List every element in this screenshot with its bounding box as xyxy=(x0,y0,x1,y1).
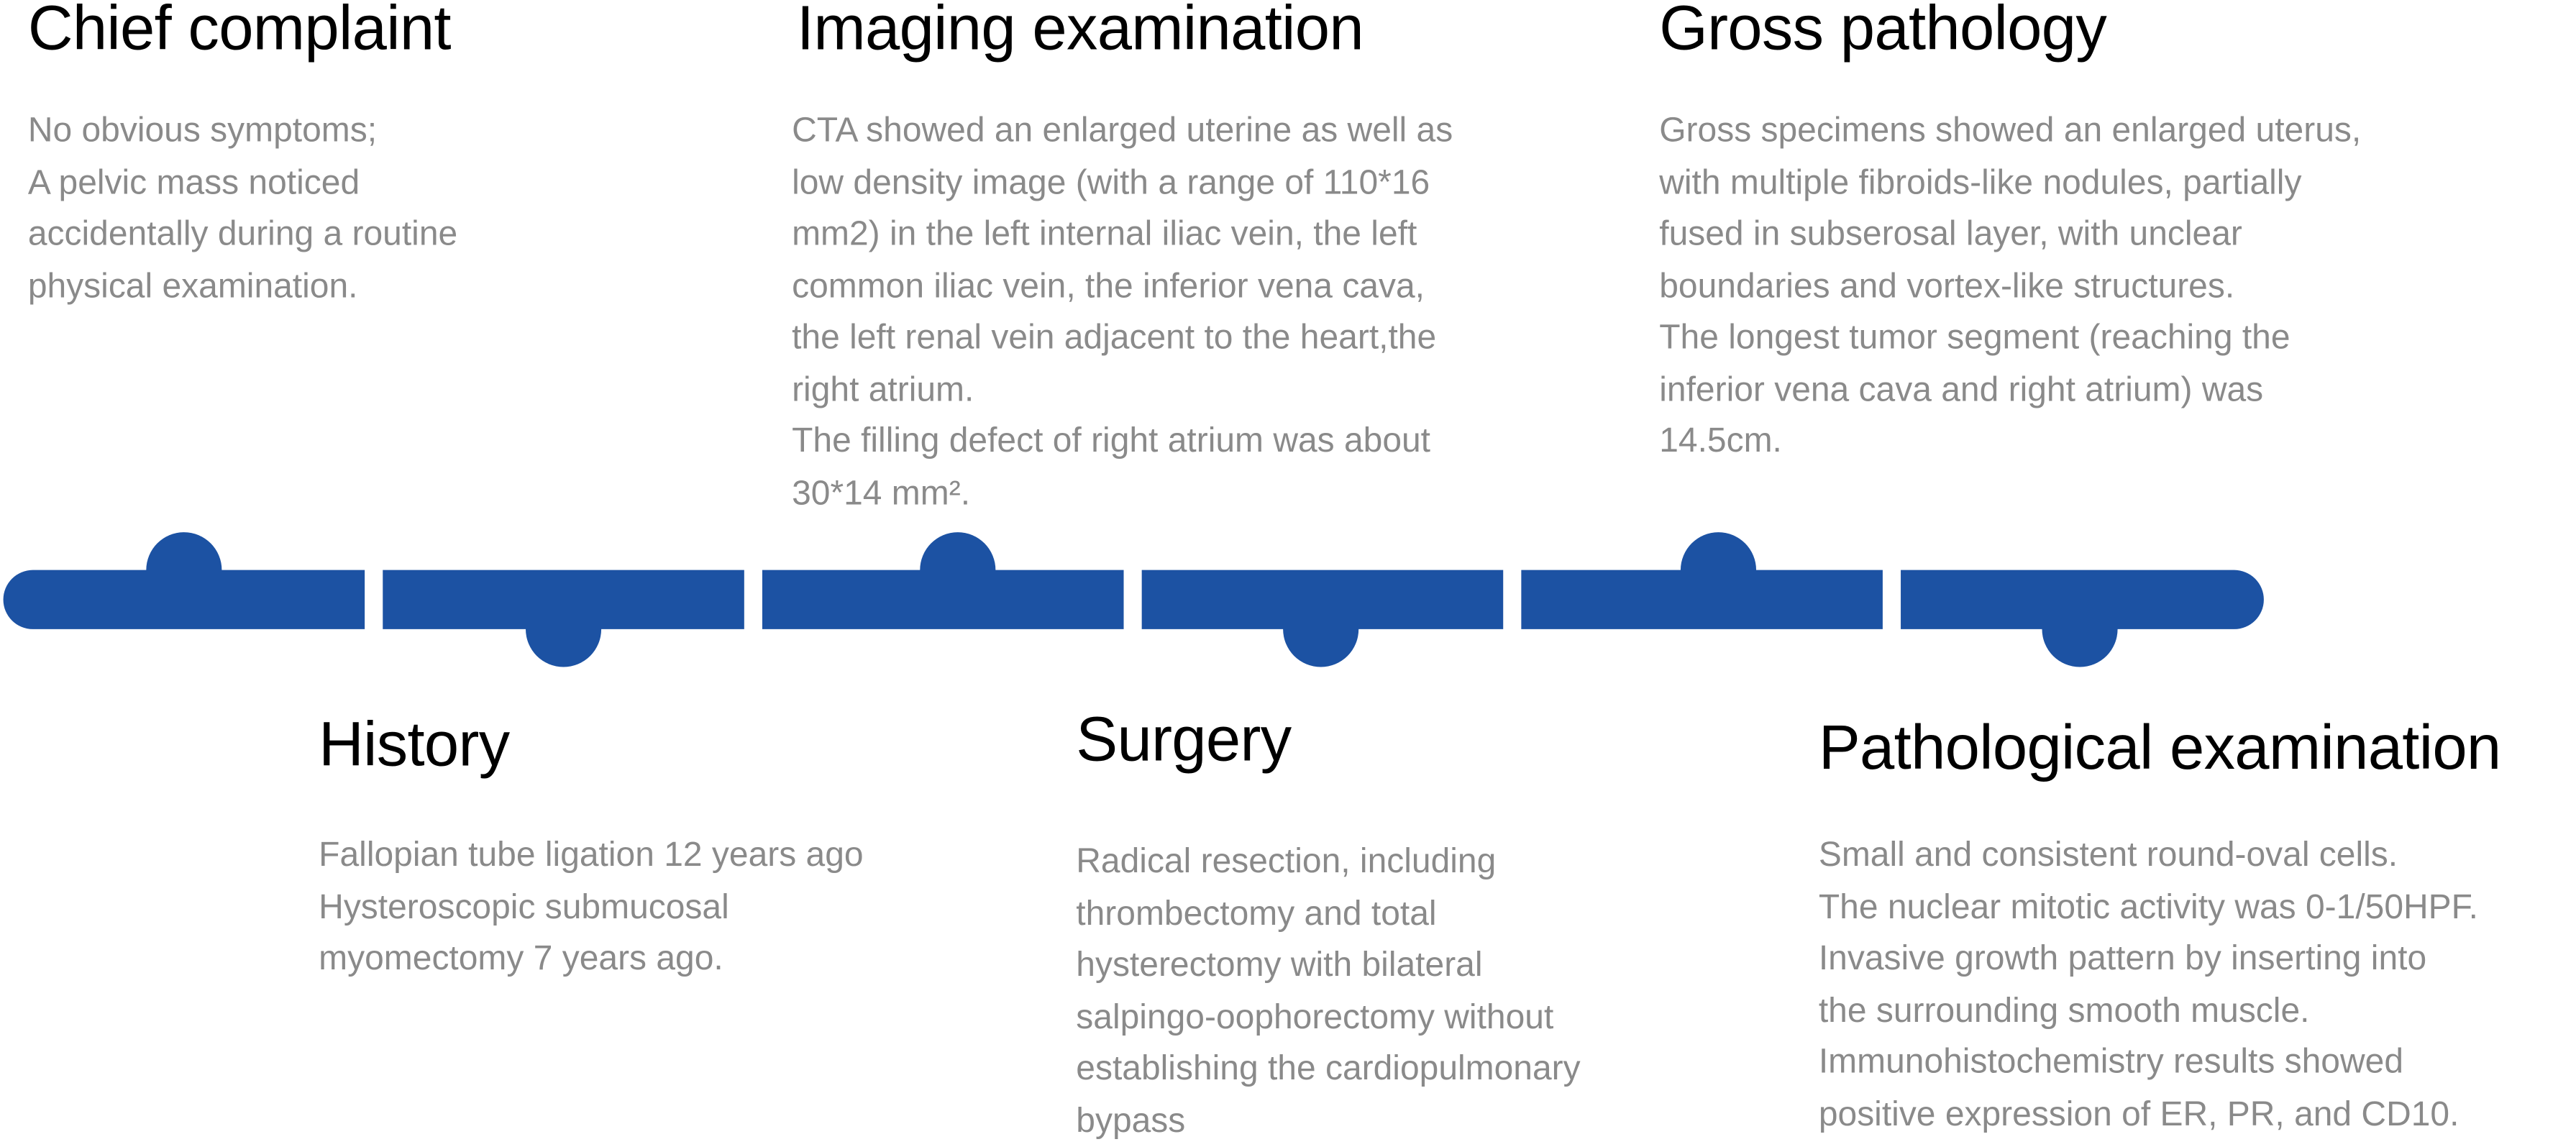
stage-line: The nuclear mitotic activity was 0-1/50H… xyxy=(1818,887,2478,926)
stage-line: the surrounding smooth muscle. xyxy=(1818,991,2310,1030)
stage-line: positive expression of ER, PR, and CD10. xyxy=(1818,1095,2459,1133)
timeline-segment xyxy=(3,570,365,629)
stage-text-history: Fallopian tube ligation 12 years ago Hys… xyxy=(319,830,863,985)
stage-line: Hysteroscopic submucosal xyxy=(319,887,729,926)
stage-line: Invasive growth pattern by inserting int… xyxy=(1818,939,2427,978)
timeline-segment xyxy=(1901,570,2264,629)
stage-line: Immunohistochemistry results showed xyxy=(1818,1043,2404,1082)
stage-line: myomectomy 7 years ago. xyxy=(319,939,723,978)
stage-title-pathological-examination: Pathological examination xyxy=(1818,714,2501,784)
stage-line: boundaries and vortex-like structures. xyxy=(1659,267,2235,305)
stage-line: A pelvic mass noticed xyxy=(27,163,360,201)
stage-line: with multiple fibroids-like nodules, par… xyxy=(1659,163,2302,201)
stage-line: No obvious symptoms; xyxy=(27,111,378,150)
stage-line: mm2) in the left internal iliac vein, th… xyxy=(792,215,1417,253)
stage-text-surgery: Radical resection, including thrombectom… xyxy=(1076,836,1580,1147)
stage-line: The longest tumor segment (reaching the xyxy=(1659,319,2290,357)
stage-line: Fallopian tube ligation 12 years ago xyxy=(319,836,864,874)
stage-line: common iliac vein, the inferior vena cav… xyxy=(792,267,1425,305)
stage-line: 30*14 mm². xyxy=(792,474,971,512)
stage-title-chief-complaint: Chief complaint xyxy=(27,0,452,65)
stage-line: inferior vena cava and right atrium) was xyxy=(1659,370,2264,408)
stage-line: establishing the cardiopulmonary xyxy=(1076,1049,1581,1088)
stage-line: the left renal vein adjacent to the hear… xyxy=(792,319,1437,357)
stage-text-chief-complaint: No obvious symptoms; A pelvic mass notic… xyxy=(28,105,457,312)
stage-line: Radical resection, including xyxy=(1076,842,1497,881)
stage-text-imaging-examination: CTA showed an enlarged uterine as well a… xyxy=(792,105,1453,519)
stage-line: Gross specimens showed an enlarged uteru… xyxy=(1659,111,2362,150)
stage-line: Small and consistent round-oval cells. xyxy=(1818,836,2398,874)
stage-line: thrombectomy and total xyxy=(1076,894,1437,933)
stage-text-pathological-examination: Small and consistent round-oval cells. T… xyxy=(1819,830,2478,1141)
timeline-segment xyxy=(383,570,744,629)
stage-line: 14.5cm. xyxy=(1659,422,1782,460)
stage-line: physical examination. xyxy=(27,267,358,305)
stage-line: low density image (with a range of 110*1… xyxy=(792,163,1430,201)
stage-line: accidentally during a routine xyxy=(27,215,458,253)
stage-line: The filling defect of right atrium was a… xyxy=(792,422,1431,460)
stage-title-history: History xyxy=(319,711,510,781)
timeline-segment xyxy=(762,570,1124,629)
stage-title-imaging-examination: Imaging examination xyxy=(796,0,1364,65)
stage-line: fused in subserosal layer, with unclear xyxy=(1659,215,2242,253)
stage-text-gross-pathology: Gross specimens showed an enlarged uteru… xyxy=(1659,105,2361,467)
stage-line: CTA showed an enlarged uterine as well a… xyxy=(792,111,1453,150)
timeline-segment xyxy=(1141,570,1504,629)
stage-title-gross-pathology: Gross pathology xyxy=(1659,0,2107,65)
stage-line: right atrium. xyxy=(792,370,974,408)
stage-line: bypass xyxy=(1076,1101,1186,1140)
timeline-segment xyxy=(1521,570,1883,629)
stage-line: hysterectomy with bilateral xyxy=(1076,946,1483,984)
stage-line: salpingo-oophorectomy without xyxy=(1076,997,1554,1036)
stage-title-surgery: Surgery xyxy=(1076,706,1292,776)
